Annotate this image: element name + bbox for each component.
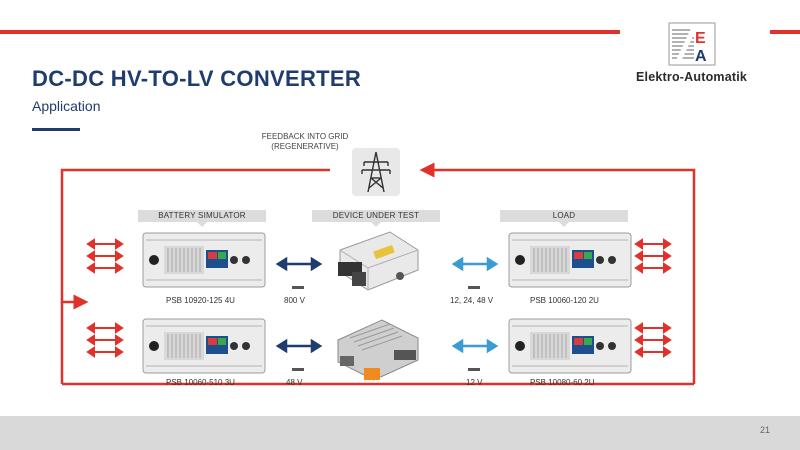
tag-battery-simulator: BATTERY SIMULATOR xyxy=(138,210,266,227)
footer-bar: 21 xyxy=(0,416,800,450)
dut-converter-bottom xyxy=(337,319,419,381)
grid-caption: FEEDBACK INTO GRID (REGENERATIVE) xyxy=(230,132,380,152)
svg-text:E: E xyxy=(695,30,706,47)
voltage-bottom-right: 12 V xyxy=(466,378,483,387)
title-underline xyxy=(32,128,80,131)
label-psb-bottom: PSB 10060-510 3U xyxy=(166,378,235,387)
voltage-dash xyxy=(468,368,480,371)
label-load-bottom: PSB 10080-60 2U xyxy=(530,378,595,387)
page-number: 21 xyxy=(759,425,770,435)
grid-caption-line1: FEEDBACK INTO GRID xyxy=(261,132,349,141)
header-rule-left xyxy=(0,30,620,34)
svg-text:A: A xyxy=(695,48,707,65)
label-psb-top: PSB 10920-125 4U xyxy=(166,296,235,305)
grid-caption-line2: (REGENERATIVE) xyxy=(271,142,339,151)
logo-text: Elektro-Automatik xyxy=(636,70,748,84)
voltage-dash xyxy=(468,286,480,289)
voltage-top-left: 800 V xyxy=(284,296,305,305)
ea-logo-icon: E A xyxy=(668,22,716,66)
power-pylon-icon xyxy=(361,151,391,193)
page-title: DC-DC HV-TO-LV CONVERTER xyxy=(32,66,362,91)
psb-unit-top-left xyxy=(142,232,266,288)
label-load-top: PSB 10060-120 2U xyxy=(530,296,599,305)
page-subtitle: Application xyxy=(32,98,101,114)
voltage-dash xyxy=(292,368,304,371)
voltage-top-right: 12, 24, 48 V xyxy=(450,296,494,305)
tag-load: LOAD xyxy=(500,210,628,227)
grid-pylon-box xyxy=(352,148,400,196)
header-rule-right xyxy=(770,30,800,34)
voltage-bottom-left: 48 V xyxy=(286,378,303,387)
voltage-dash xyxy=(292,286,304,289)
psb-unit-bottom-left xyxy=(142,318,266,374)
load-unit-bottom-right xyxy=(508,318,632,374)
load-unit-top-right xyxy=(508,232,632,288)
tag-device-under-test: DEVICE UNDER TEST xyxy=(312,210,440,227)
dut-converter-top xyxy=(338,231,419,291)
